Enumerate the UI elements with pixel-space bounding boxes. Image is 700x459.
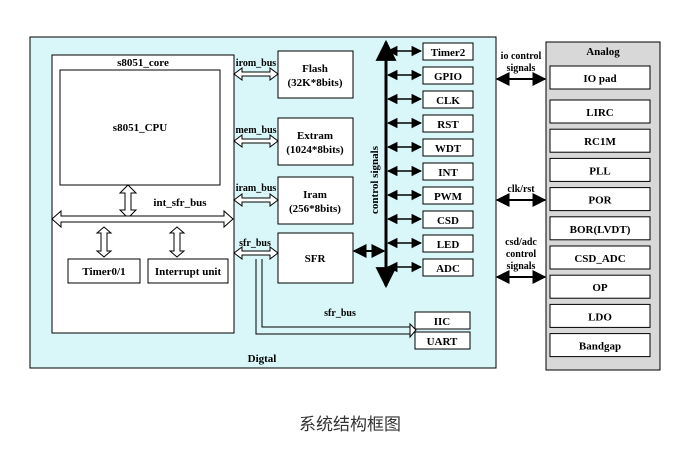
- peripheral-led-label: LED: [437, 239, 460, 251]
- analog-bandgap-label: Bandgap: [579, 341, 621, 353]
- digital-label: Digtal: [248, 353, 277, 365]
- int-sfr-bus-label: int_sfr_bus: [153, 197, 207, 209]
- analog-csd-adc-box: [549, 245, 651, 270]
- peripheral-csd-box: [422, 210, 474, 229]
- io-link-label-1: io control: [501, 51, 542, 62]
- iram-bus-label: iram_bus: [236, 183, 277, 194]
- mem-bus-arrow: [233, 134, 279, 148]
- analog-csd-adc-label: CSD_ADC: [574, 253, 625, 265]
- peripheral-led-box: [422, 234, 474, 253]
- timer01-label: Timer0/1: [82, 266, 125, 278]
- sfr-bus-top-label: sfr_bus: [239, 238, 271, 249]
- analog-bor-lvdt-label: BOR(LVDT): [570, 224, 631, 236]
- peripheral-timer2-box: [422, 42, 474, 61]
- peripheral-pwm-box: [422, 186, 474, 205]
- system-block-diagram: Digtal s8051_core s8051_CPU int_sfr_bus …: [29, 36, 661, 371]
- analog-lirc-label: LIRC: [586, 107, 614, 119]
- extram-box: [277, 117, 354, 166]
- iram-size: (256*8bits): [289, 203, 341, 215]
- sfr-bus-bottom-label: sfr_bus: [324, 308, 356, 319]
- analog-rc1m-box: [549, 128, 651, 153]
- uart-label: UART: [427, 336, 458, 348]
- analog-ldo-box: [549, 303, 651, 328]
- csd-link-label-1: csd/adc: [505, 237, 537, 248]
- csd-link-label-2: control: [506, 249, 537, 260]
- timer01-box: [67, 258, 141, 284]
- analog-op-label: OP: [592, 282, 608, 294]
- mem-bus-label: mem_bus: [235, 125, 276, 136]
- peripheral-pwm-label: PWM: [434, 191, 463, 203]
- peripheral-clk-box: [422, 90, 474, 109]
- analog-ldo-label: LDO: [588, 311, 612, 323]
- analog-por-label: POR: [588, 195, 612, 207]
- analog-op-box: [549, 274, 651, 299]
- peripheral-csd-label: CSD: [437, 215, 459, 227]
- interrupt-unit-label: Interrupt unit: [155, 266, 222, 278]
- extram-label: Extram: [297, 130, 333, 142]
- iram-bus-arrow: [233, 193, 279, 207]
- analog-label: Analog: [586, 46, 620, 58]
- figure-caption: 系统结构框图: [299, 415, 401, 435]
- io-link-label-2: signals: [507, 63, 536, 74]
- flash-size: (32K*8bits): [288, 77, 343, 89]
- peripheral-wdt-label: WDT: [435, 143, 462, 155]
- s8051-core-label: s8051_core: [117, 57, 169, 69]
- extram-size: (1024*8bits): [286, 144, 344, 156]
- peripheral-rst-box: [422, 114, 474, 133]
- analog-por-box: [549, 187, 651, 212]
- sfr-bus-lower-arrowhead: [409, 322, 417, 339]
- analog-pll-box: [549, 157, 651, 182]
- irom-bus-label: irom_bus: [236, 58, 276, 69]
- peripheral-clk-label: CLK: [436, 95, 460, 107]
- analog-bandgap-box: [549, 333, 651, 358]
- timer-bus-arrow: [95, 226, 113, 258]
- sfr-label: SFR: [305, 253, 327, 265]
- uart-box: [414, 331, 471, 350]
- irom-bus-arrow: [233, 67, 279, 81]
- sfr-bus-lower-path: [255, 259, 410, 335]
- iic-label: IIC: [434, 316, 451, 328]
- s8051-cpu-box: [59, 69, 221, 186]
- analog-pll-label: PLL: [589, 165, 610, 177]
- peripheral-gpio-label: GPIO: [434, 71, 463, 83]
- control-signals-label: control signals: [369, 145, 381, 214]
- analog-bor-lvdt-box: [549, 216, 651, 241]
- peripheral-adc-box: [422, 258, 474, 277]
- peripheral-wdt-box: [422, 138, 474, 157]
- analog-io-pad-label: IO pad: [583, 73, 616, 85]
- peripheral-timer2-label: Timer2: [431, 47, 466, 59]
- iic-box: [414, 311, 471, 330]
- sfr-bus-arrow: [233, 246, 279, 260]
- interrupt-bus-arrow: [168, 226, 186, 258]
- sfr-box: [277, 232, 354, 284]
- peripheral-gpio-box: [422, 66, 474, 85]
- s8051-cpu-label: s8051_CPU: [113, 122, 167, 134]
- clk-link-label: clk/rst: [507, 184, 535, 195]
- peripheral-int-label: INT: [438, 167, 458, 179]
- analog-rc1m-label: RC1M: [584, 136, 616, 148]
- interrupt-unit-box: [147, 258, 229, 284]
- csd-link-label-3: signals: [507, 261, 536, 272]
- int-sfr-bus-arrow: [51, 209, 234, 229]
- peripheral-int-box: [422, 162, 474, 181]
- flash-label: Flash: [302, 63, 328, 75]
- peripheral-rst-label: RST: [437, 119, 459, 131]
- analog-io-pad-box: [549, 65, 651, 90]
- iram-label: Iram: [303, 189, 327, 201]
- analog-lirc-box: [549, 99, 651, 124]
- peripheral-adc-label: ADC: [436, 263, 460, 275]
